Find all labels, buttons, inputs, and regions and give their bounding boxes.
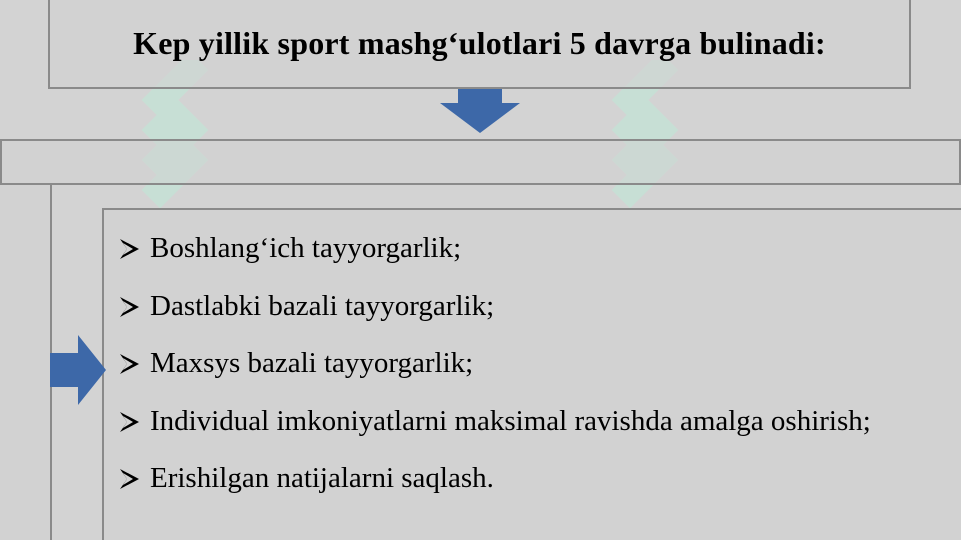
- list-item: Dastlabki bazali tayyorgarlik;: [118, 290, 871, 348]
- list-item-text: Maxsys bazali tayyorgarlik;: [150, 347, 474, 379]
- arrowhead-bullet-icon: [120, 469, 139, 489]
- down-arrow-icon: [440, 89, 520, 133]
- list-item: Maxsys bazali tayyorgarlik;: [118, 347, 871, 405]
- title-box: Kep yillik sport mashg‘ulotlari 5 davrga…: [48, 0, 911, 89]
- right-arrow-icon: [50, 335, 106, 405]
- arrowhead-bullet-icon: [120, 354, 139, 374]
- list-item-text: Erishilgan natijalarni saqlash.: [150, 462, 494, 494]
- period-list: Boshlang‘ich tayyorgarlik; Dastlabki baz…: [118, 232, 871, 520]
- horizontal-band: [0, 139, 961, 185]
- arrowhead-bullet-icon: [120, 411, 139, 432]
- arrowhead-bullet-icon: [120, 239, 139, 259]
- vertical-band: [0, 185, 52, 540]
- list-box: Boshlang‘ich tayyorgarlik; Dastlabki baz…: [102, 208, 961, 540]
- list-item: Boshlang‘ich tayyorgarlik;: [118, 232, 871, 290]
- list-item: Erishilgan natijalarni saqlash.: [118, 462, 871, 520]
- list-item-text: Dastlabki bazali tayyorgarlik;: [150, 289, 495, 322]
- list-item-text: Individual imkoniyatlarni maksimal ravis…: [150, 404, 871, 437]
- title: Kep yillik sport mashg‘ulotlari 5 davrga…: [133, 25, 826, 61]
- arrowhead-bullet-icon: [120, 296, 139, 317]
- list-item: Individual imkoniyatlarni maksimal ravis…: [118, 405, 871, 463]
- list-item-text: Boshlang‘ich tayyorgarlik;: [150, 232, 462, 264]
